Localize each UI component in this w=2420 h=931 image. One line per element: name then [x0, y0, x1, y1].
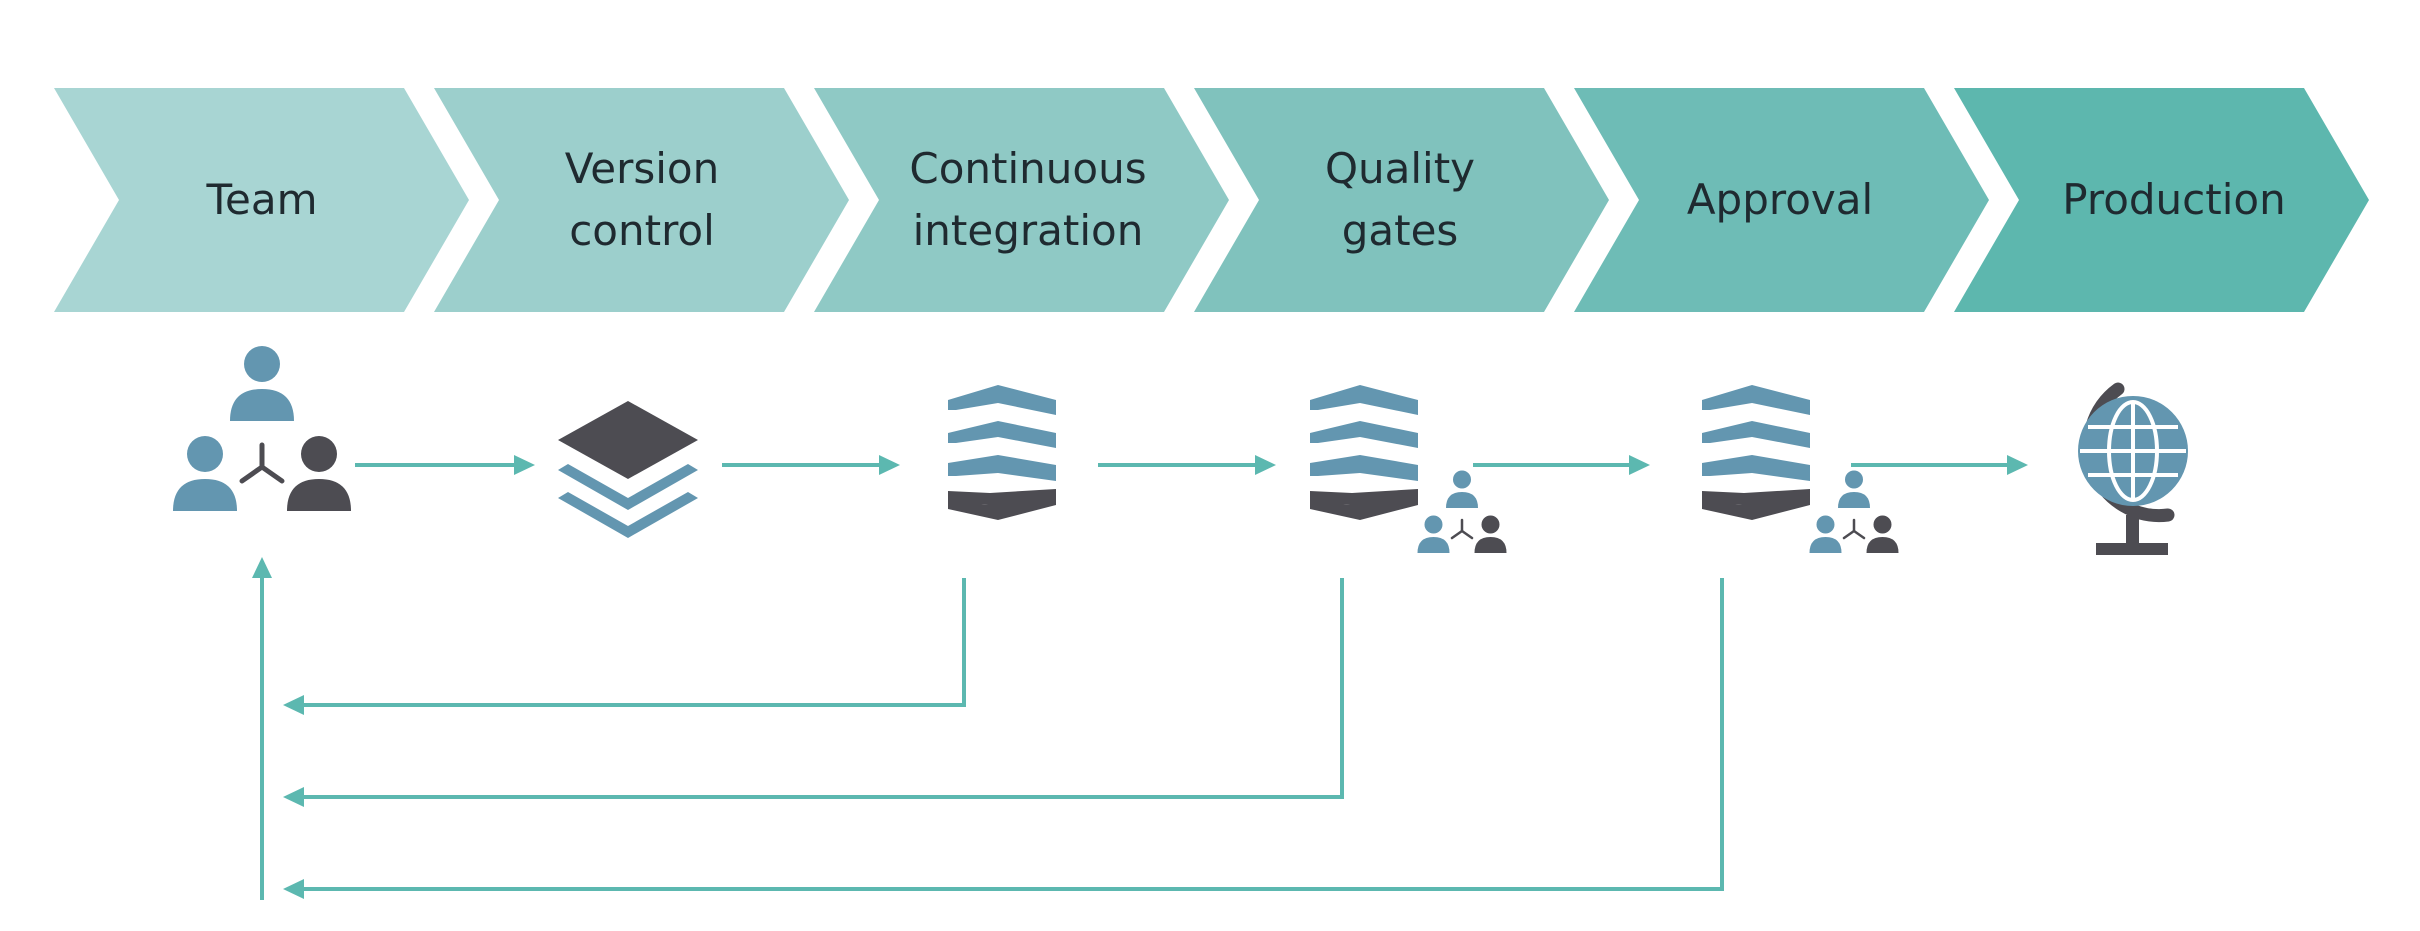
arrow-approval-to-production	[1851, 455, 2028, 475]
stage-label: integration	[913, 206, 1144, 255]
team-icon	[173, 346, 351, 511]
stage-chevron	[434, 88, 849, 312]
stage-label: Approval	[1687, 175, 1873, 224]
stage-chevron	[1194, 88, 1609, 312]
arrow-version-control-to-ci	[722, 455, 900, 475]
stage-quality-gates: Quality gates	[1194, 88, 1609, 312]
feedback-ci-to-team	[283, 578, 966, 715]
feedback-arrows	[252, 557, 1724, 900]
stage-label: Production	[2062, 175, 2285, 224]
stage-label: gates	[1342, 206, 1459, 255]
stage-production: Production	[1954, 88, 2369, 312]
arrow-ci-to-quality-gates	[1098, 455, 1276, 475]
stage-version-control: Version control	[434, 88, 849, 312]
feedback-return-to-team	[252, 557, 272, 900]
stage-label: Version	[565, 144, 719, 193]
feedback-quality-gates-to-team	[283, 578, 1344, 807]
globe-icon	[2078, 389, 2188, 555]
build-stack-icon	[948, 385, 1056, 520]
stage-approval: Approval	[1574, 88, 1989, 312]
layers-icon	[558, 401, 698, 538]
small-team-icon	[1416, 469, 1508, 555]
stage-banner: Team Version control Continuous integration Q…	[54, 88, 2369, 312]
stage-chevron	[814, 88, 1229, 312]
stage-label: control	[569, 206, 715, 255]
stage-label: Team	[205, 175, 317, 224]
stage-icons	[173, 346, 2188, 555]
stage-label: Quality	[1325, 144, 1475, 193]
forward-arrows	[355, 455, 2028, 475]
build-stack-with-team-icon	[1702, 385, 1900, 555]
arrow-team-to-version-control	[355, 455, 535, 475]
arrow-quality-gates-to-approval	[1473, 455, 1650, 475]
build-stack-with-team-icon	[1310, 385, 1508, 555]
stage-label: Continuous	[909, 144, 1146, 193]
stage-chevron	[1954, 88, 2369, 312]
stage-continuous-integration: Continuous integration	[814, 88, 1229, 312]
stage-chevron	[1574, 88, 1989, 312]
stage-team: Team	[54, 88, 469, 312]
stage-chevron	[54, 88, 469, 312]
small-team-icon	[1808, 469, 1900, 555]
feedback-approval-to-team	[283, 578, 1724, 899]
